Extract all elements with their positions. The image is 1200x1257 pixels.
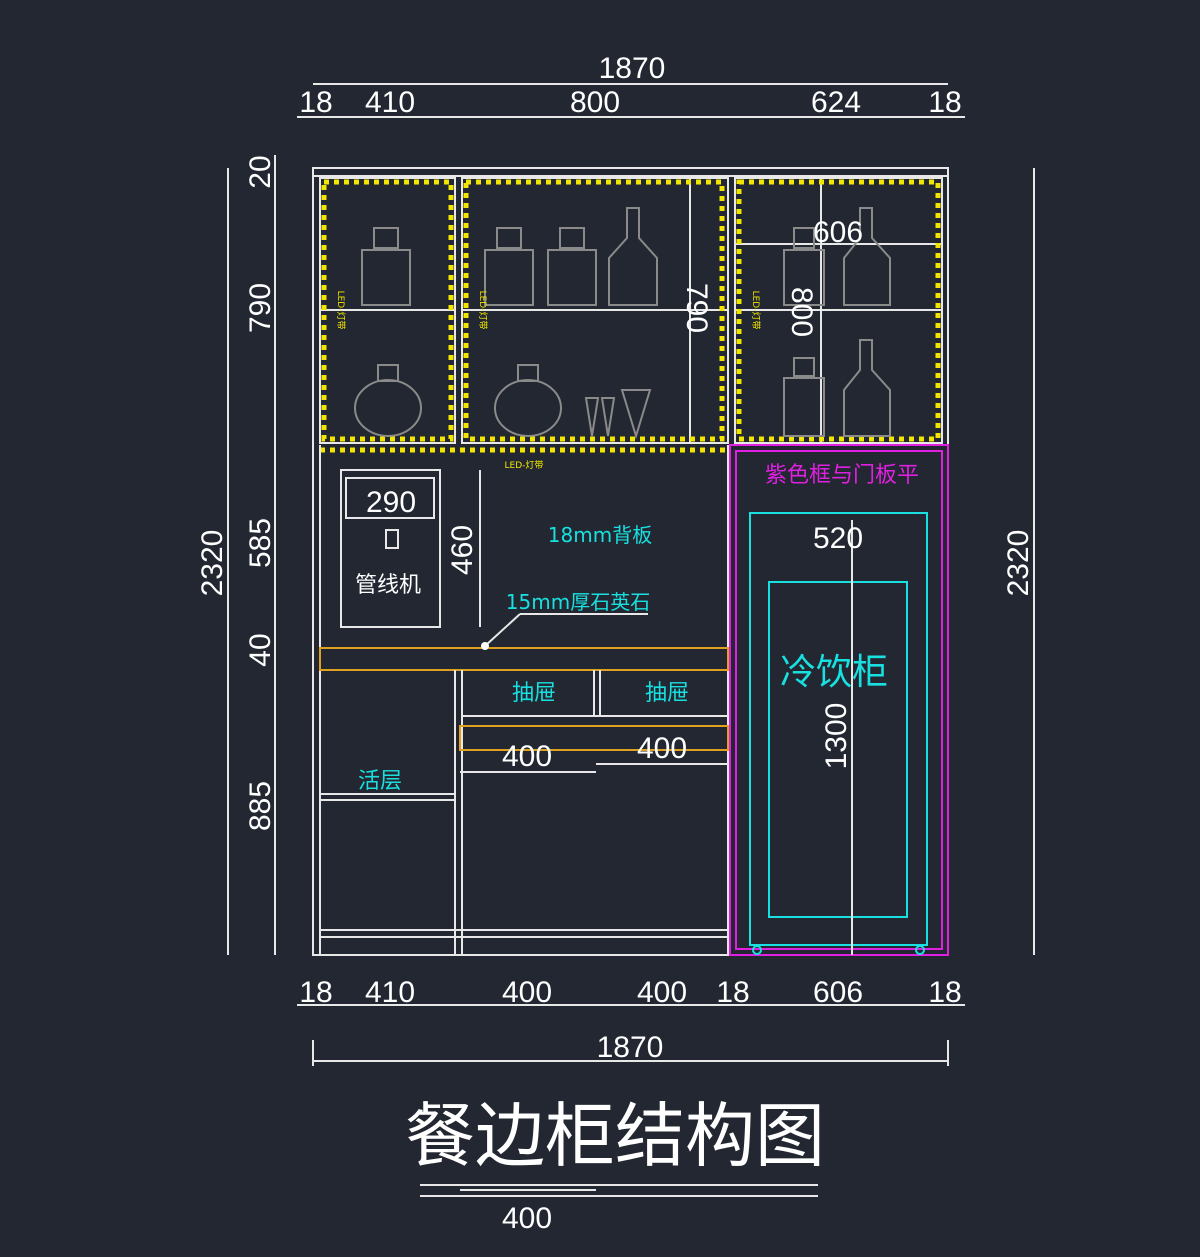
bottle-icon [843, 339, 891, 437]
top-dim: 18 [928, 86, 961, 119]
purple-frame-note: 紫色框与门板平 [765, 463, 919, 488]
bottle-icon [354, 364, 422, 437]
back-panel-label: 18mm背板 [548, 523, 652, 547]
fridge-width-dim: 520 [813, 522, 863, 555]
left-dim: 790 [244, 283, 277, 333]
bottom-dim: 18 [716, 976, 749, 1009]
led-strip [463, 179, 725, 442]
left-dimensions: 2320 20 790 585 40 885 [196, 155, 277, 955]
fridge-height-dim: 1300 [820, 703, 853, 770]
left-total-dim: 2320 [196, 530, 229, 597]
right-total-dim: 2320 [1002, 530, 1035, 597]
bottle-icon [608, 207, 658, 306]
pipeline-machine: 290 管线机 [340, 469, 441, 628]
bottom-dim: 18 [299, 976, 332, 1009]
bottom-dim: 18 [928, 976, 961, 1009]
bottle-icon [783, 357, 825, 437]
left-dim: 585 [244, 518, 277, 568]
led-strip-label: LED-灯带 [750, 291, 761, 330]
led-strip-label: LED-灯带 [335, 291, 346, 330]
drawer-label: 抽屉 [645, 681, 689, 706]
bottom-dim: 400 [637, 976, 687, 1009]
bottom-dim: 606 [813, 976, 863, 1009]
top-dim: 410 [365, 86, 415, 119]
glass-icon [584, 389, 652, 440]
left-dim: 20 [244, 155, 277, 188]
bottle-icon [361, 227, 411, 306]
top-dim: 800 [570, 86, 620, 119]
title-overlap-dim: 400 [502, 1202, 552, 1235]
fridge-label: 冷饮柜 [780, 652, 888, 693]
fridge: 紫色框与门板平 520 冷饮柜 1300 [729, 444, 949, 956]
left-dim: 40 [244, 633, 277, 666]
drawer-label: 抽屉 [512, 681, 556, 706]
top-dim: 18 [299, 86, 332, 119]
left-dim: 885 [244, 781, 277, 831]
adjustable-shelf-label: 活层 [358, 769, 402, 794]
quartz-label: 15mm厚石英石 [506, 590, 650, 614]
bottle-icon [547, 227, 597, 306]
bottle-icon [494, 364, 562, 437]
bottom-dim: 410 [365, 976, 415, 1009]
led-strip-label: LED-灯带 [505, 460, 544, 471]
machine-width-dim: 290 [366, 486, 416, 519]
top-total-dim: 1870 [599, 52, 666, 85]
machine-label: 管线机 [355, 573, 421, 598]
title-text: 餐边柜结构图 [405, 1095, 825, 1177]
bottom-dim: 400 [502, 976, 552, 1009]
top-dim: 624 [811, 86, 861, 119]
bottom-dimensions: 18 410 400 400 18 606 18 1870 [297, 976, 965, 1066]
shelf-width-dim: 606 [813, 216, 863, 249]
bottle-icon [843, 207, 891, 306]
drawer-width-dim: 400 [637, 732, 687, 765]
led-strip [736, 179, 941, 442]
machine-height-dim: 460 [446, 525, 479, 575]
mid-height-dim: 790 [680, 283, 713, 333]
right-dimensions: 2320 [1002, 168, 1035, 955]
bottle-icon [484, 227, 534, 306]
bottle-icons [354, 207, 891, 440]
bottom-total-dim: 1870 [597, 1031, 664, 1064]
right-height-dim: 800 [785, 287, 818, 337]
led-strip [321, 179, 454, 442]
drawer-width-dim: 400 [502, 740, 552, 773]
bottle-icon [783, 227, 825, 306]
led-strip-label: LED-灯带 [477, 291, 488, 330]
drawing-title: 餐边柜结构图 400 [405, 1095, 825, 1235]
top-dimensions: 1870 18 410 800 624 18 [297, 52, 965, 119]
